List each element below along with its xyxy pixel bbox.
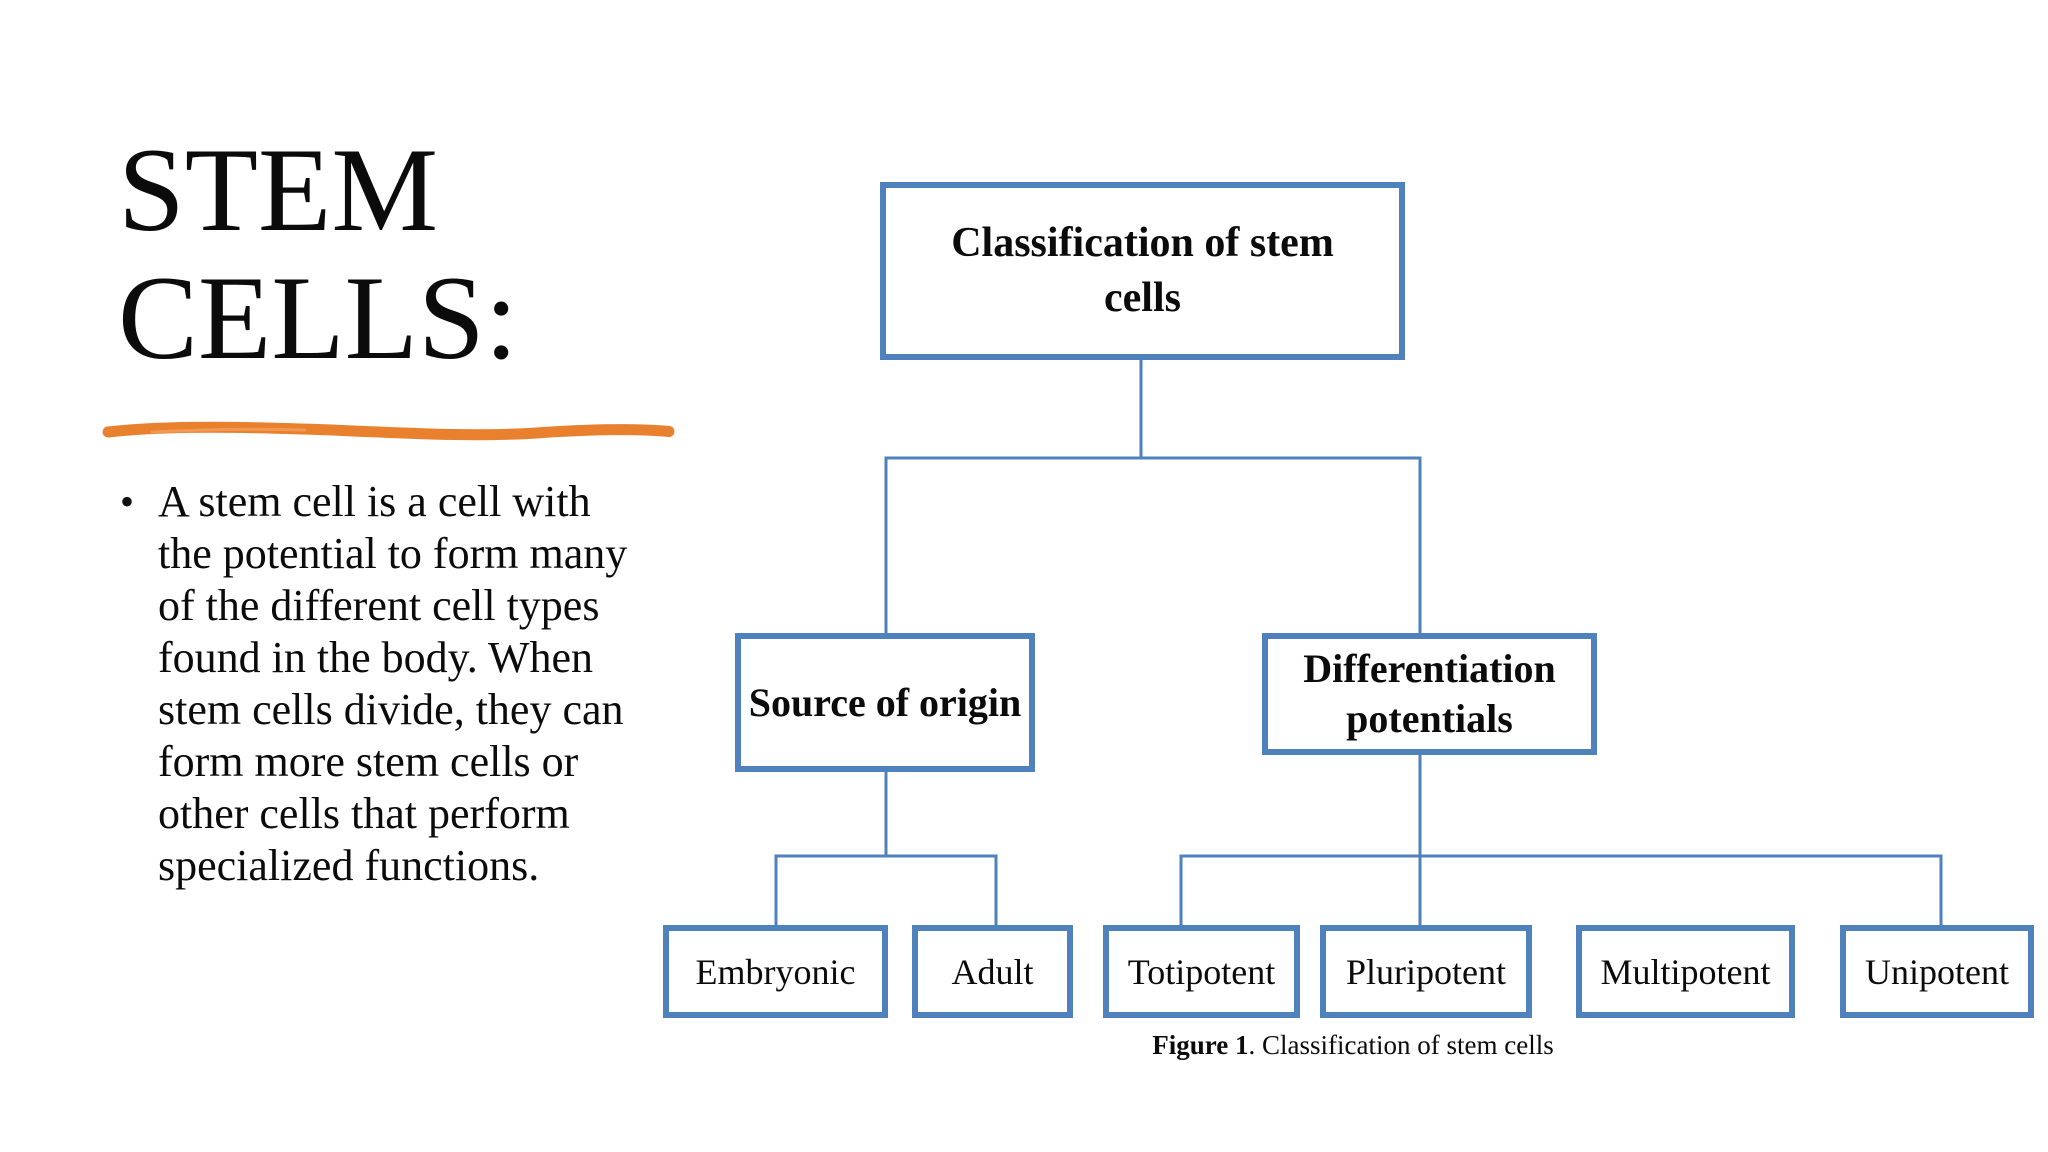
node-multipotent: Multipotent xyxy=(1576,925,1795,1018)
figure-caption-text: . Classification of stem cells xyxy=(1248,1030,1554,1060)
node-embryonic: Embryonic xyxy=(663,925,888,1018)
node-source-of-origin: Source of origin xyxy=(735,633,1035,772)
underline-highlight-stroke xyxy=(150,427,307,434)
connector-root-to-level1 xyxy=(884,456,1422,633)
bullet-item: • A stem cell is a cell with the potenti… xyxy=(120,476,660,892)
figure-caption-label: Figure 1 xyxy=(1152,1030,1249,1060)
connector-differentiation-to-children xyxy=(1179,854,1943,925)
node-classification-of-stem-cells: Classification of stem cells xyxy=(880,182,1405,360)
node-unipotent: Unipotent xyxy=(1840,925,2034,1018)
title-underline-accent xyxy=(102,421,675,441)
underline-stroke xyxy=(102,421,675,441)
connector-source-to-children xyxy=(774,854,998,925)
node-adult: Adult xyxy=(912,925,1073,1018)
node-differentiation-potentials: Differentiation potentials xyxy=(1262,633,1597,755)
figure-caption: Figure 1. Classification of stem cells xyxy=(1103,1028,1603,1062)
node-totipotent: Totipotent xyxy=(1103,925,1300,1018)
bullet-text: A stem cell is a cell with the potential… xyxy=(158,477,628,890)
slide-title: STEM CELLS: xyxy=(118,123,519,385)
node-pluripotent: Pluripotent xyxy=(1320,925,1532,1018)
bullet-marker: • xyxy=(120,479,135,524)
